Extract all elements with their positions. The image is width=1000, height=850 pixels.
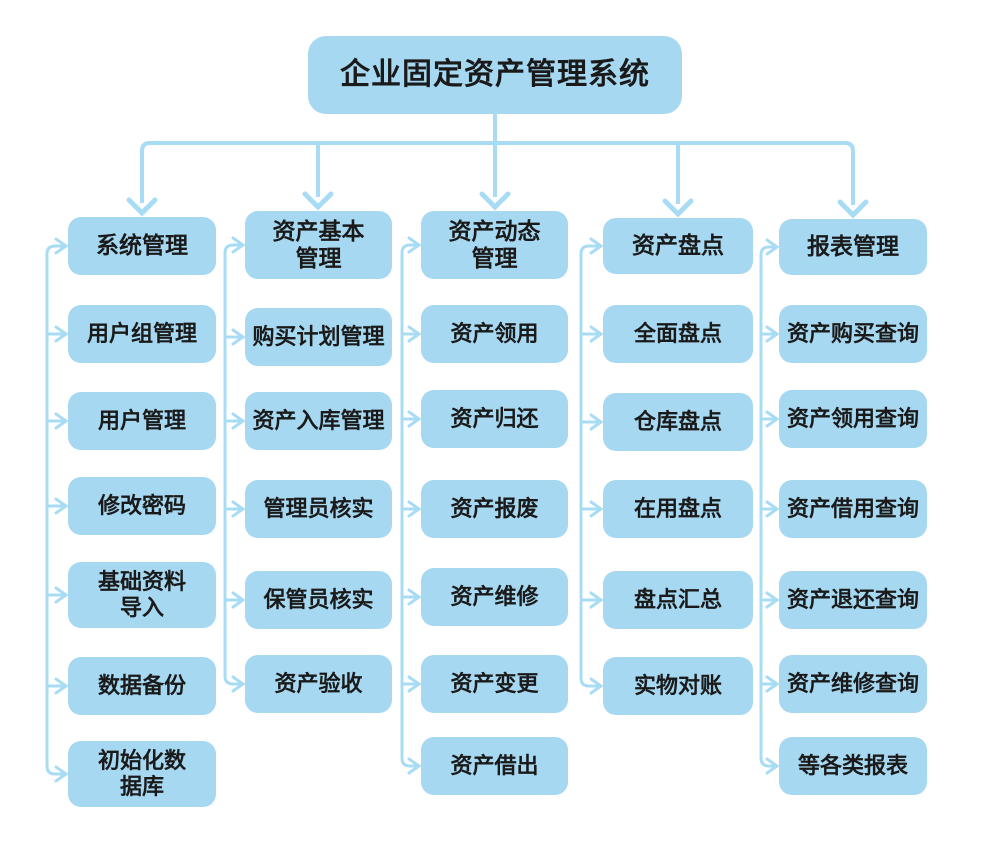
node-asset-scrap: 资产报废	[421, 480, 568, 538]
node-asset-borrow-query: 资产借用查询	[779, 480, 927, 538]
node-asset-inventory: 资产盘点	[603, 218, 753, 274]
trunk-lines	[140, 112, 855, 205]
node-asset-change: 资产变更	[421, 655, 568, 713]
column3-spine	[400, 243, 418, 768]
right-arrow-icon	[54, 237, 69, 783]
node-asset-basic-management: 资产基本 管理	[245, 211, 392, 279]
right-arrow-icon	[589, 237, 604, 695]
node-full-inventory: 全面盘点	[603, 305, 753, 363]
node-asset-repair: 资产维修	[421, 568, 568, 626]
node-purchase-plan-management: 购买计划管理	[245, 308, 392, 366]
node-asset-requisition-query: 资产领用查询	[779, 390, 927, 448]
node-asset-return-query: 资产退还查询	[779, 571, 927, 629]
node-root-system-title: 企业固定资产管理系统	[308, 36, 682, 114]
node-inventory-summary: 盘点汇总	[603, 571, 753, 629]
node-custodian-verification: 保管员核实	[245, 571, 392, 629]
node-warehouse-inventory: 仓库盘点	[603, 393, 753, 451]
node-user-management: 用户管理	[68, 392, 216, 450]
node-asset-lending: 资产借出	[421, 737, 568, 795]
node-initialize-database: 初始化数 据库	[68, 741, 216, 807]
node-base-data-import: 基础资料 导入	[68, 562, 216, 628]
right-arrow-icon	[231, 236, 246, 693]
node-asset-requisition: 资产领用	[421, 305, 568, 363]
node-asset-repair-query: 资产维修查询	[779, 655, 927, 713]
node-asset-dynamic-management: 资产动态 管理	[421, 211, 568, 279]
node-in-use-inventory: 在用盘点	[603, 480, 753, 538]
node-system-management: 系统管理	[68, 217, 216, 275]
column4-spine	[579, 244, 600, 688]
column2-spine	[223, 243, 242, 686]
right-arrow-icon	[407, 236, 422, 775]
node-asset-acceptance: 资产验收	[245, 655, 392, 713]
node-user-group-management: 用户组管理	[68, 305, 216, 363]
right-arrow-icon	[765, 238, 780, 775]
node-report-management: 报表管理	[779, 219, 927, 275]
node-asset-warehousing-management: 资产入库管理	[245, 392, 392, 450]
column5-spine	[759, 245, 776, 768]
node-other-reports: 等各类报表	[779, 737, 927, 795]
node-asset-purchase-query: 资产购买查询	[779, 305, 927, 363]
node-change-password: 修改密码	[68, 477, 216, 535]
node-data-backup: 数据备份	[68, 657, 216, 715]
node-physical-reconciliation: 实物对账	[603, 657, 753, 715]
down-arrow-icon	[126, 191, 869, 219]
node-asset-return: 资产归还	[421, 390, 568, 448]
node-administrator-verification: 管理员核实	[245, 480, 392, 538]
column1-spine	[45, 244, 65, 776]
